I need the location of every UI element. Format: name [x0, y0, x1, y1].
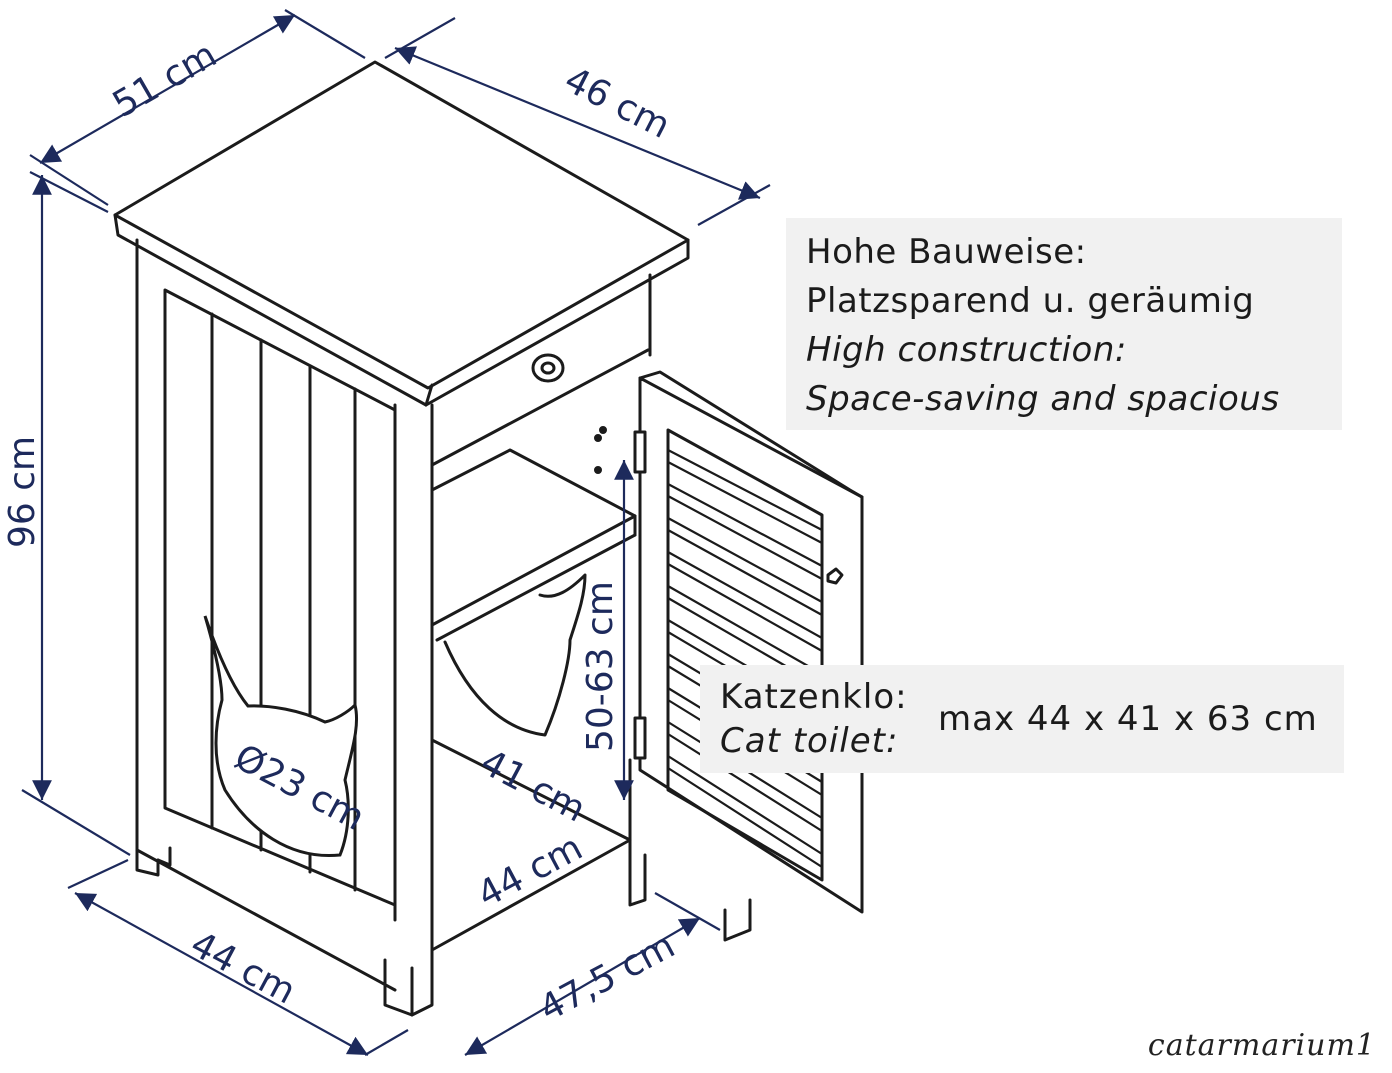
dim-inner-depth-label: 41 cm [474, 742, 592, 831]
cat-head-opening [203, 615, 359, 858]
info-line-4: Space-saving and spacious [806, 379, 1280, 419]
dimension-lines [21, 9, 771, 1056]
dim-inner-height-label: 50-63 cm [580, 581, 621, 752]
info-box: Hohe Bauweise: Platzsparend u. geräumig … [786, 218, 1342, 430]
dim-inner-width-label: 44 cm [471, 827, 589, 916]
info-line-1: Hohe Bauweise: [806, 232, 1087, 272]
dim-front-width-label: 44 cm [184, 924, 302, 1013]
dim-depth-top-label: 51 cm [106, 34, 224, 126]
cat-toilet-label-en: Cat toilet: [720, 721, 899, 761]
cat-toilet-value: max 44 x 41 x 63 cm [938, 699, 1318, 739]
brand-signature: catarmarium1 [1147, 1028, 1376, 1063]
cat-toilet-box: Katzenklo: Cat toilet: max 44 x 41 x 63 … [700, 665, 1344, 773]
info-line-3: High construction: [806, 330, 1127, 370]
cat-toilet-label-de: Katzenklo: [720, 677, 908, 717]
dim-height-label: 96 cm [2, 436, 43, 548]
dim-width-top-label: 46 cm [558, 59, 677, 146]
dim-side-depth-label: 47,5 cm [533, 925, 682, 1030]
info-line-2: Platzsparend u. geräumig [806, 281, 1255, 321]
